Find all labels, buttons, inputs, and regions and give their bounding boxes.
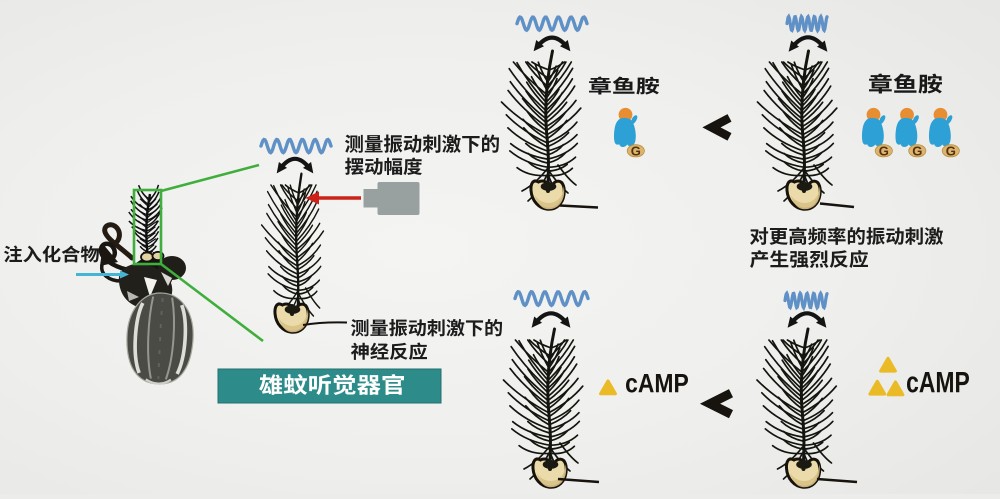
svg-text:G: G [912, 143, 922, 158]
svg-text:G: G [946, 143, 956, 158]
svg-text:G: G [879, 143, 889, 158]
svg-text:G: G [631, 143, 641, 158]
